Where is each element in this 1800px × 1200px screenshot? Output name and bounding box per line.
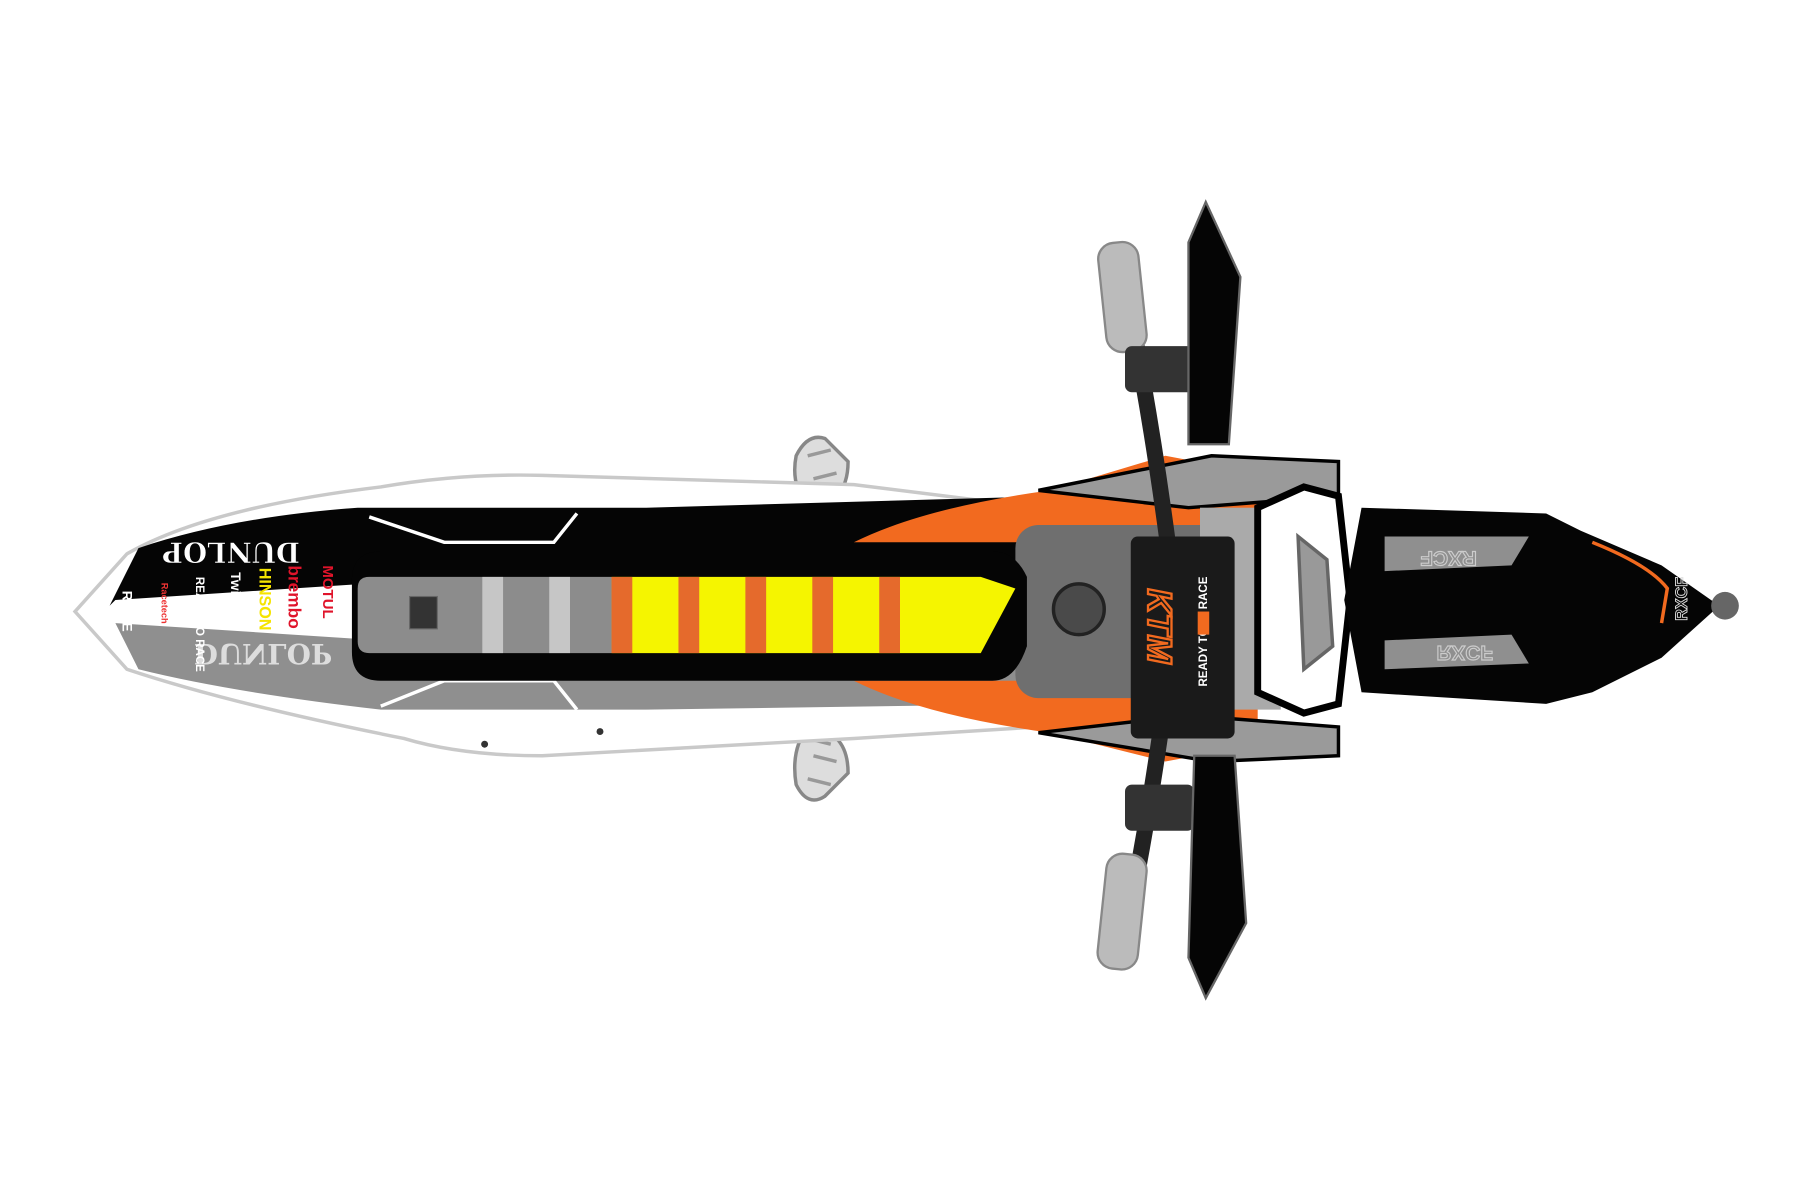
bar-pad-slogan-right: RACE [1198,576,1210,609]
grip-top [1097,240,1148,354]
bar-pad-slogan-left: READY TO [1198,627,1210,686]
handguard-bottom [1187,754,1248,1001]
fuel-cap [1051,582,1106,637]
sponsor-twin-air: Twin Air [228,572,244,626]
bar-pad-brand: KTM [1140,588,1178,664]
sponsor-hinson: HINSON [256,568,274,631]
dunlop-logo-top: DUNLOP [162,535,300,568]
seat-logo-patch [409,595,438,630]
sponsor-brembo: brembo [284,565,304,628]
bar-pad: KTM READY TO RACE [1130,536,1235,739]
sponsor-motul: MOTUL [319,565,336,618]
front-fender: RXCF RXCF RXCF [1344,507,1739,704]
sponsor-racetech: Racetech [160,583,170,624]
front-fender-label-bottom: RXCF [1437,641,1494,664]
number-plate [1254,483,1354,717]
dunlop-logo-bottom: DUNLOP [194,637,332,670]
front-fender-label-tip: RXCF [1673,577,1691,621]
seat [351,551,1027,681]
front-fender-label-top: RXCF [1420,547,1477,570]
grip-bottom [1096,852,1148,971]
sponsor-ready-to-race: READY TO RACE [193,577,205,672]
handlebar [1096,199,1248,1001]
handguard-top [1187,199,1242,446]
sponsor-race: R✕CE [119,591,135,632]
